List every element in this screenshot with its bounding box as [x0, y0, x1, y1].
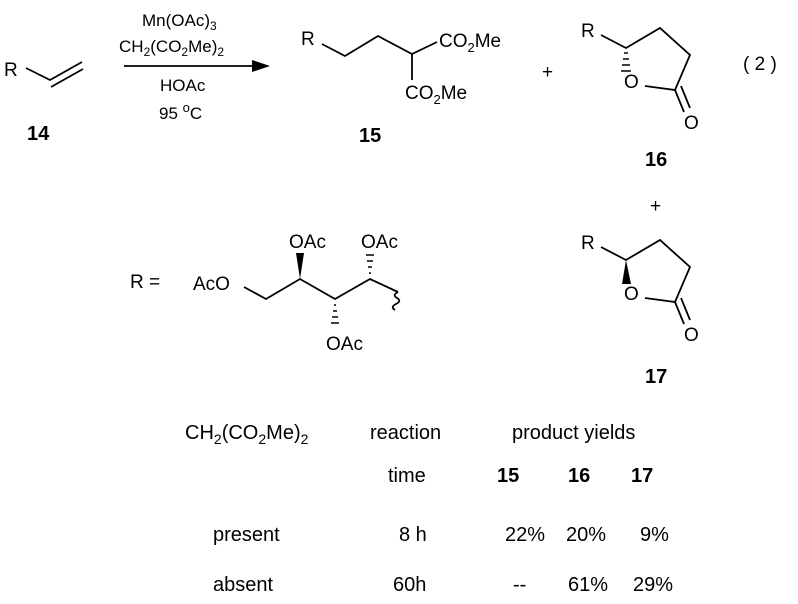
plus-sign: +: [650, 196, 661, 217]
ring-oxygen: O: [624, 72, 639, 93]
cell-yield-17: 29%: [633, 574, 673, 596]
compound-label-14: 14: [27, 123, 50, 145]
alkene-bonds: [25, 61, 84, 88]
header-15: 15: [497, 465, 519, 487]
hashed-wedge: [331, 254, 374, 324]
aco-group: AcO: [193, 274, 230, 295]
bold-wedge: [296, 253, 304, 279]
header-time: time: [388, 465, 426, 487]
condition-reagent1: Mn(OAc)3: [142, 11, 217, 33]
compound-label-17: 17: [645, 366, 667, 388]
carbonyl-bond: [674, 85, 691, 113]
cell-yield-16: 20%: [566, 524, 606, 546]
ring-bonds: [600, 26, 692, 91]
condition-temperature: 95 oC: [159, 100, 202, 123]
chain-bonds: [243, 277, 399, 301]
ring-bonds: [600, 238, 692, 303]
header-product-yields: product yields: [512, 422, 635, 444]
cell-yield-15: 22%: [505, 524, 545, 546]
header-17: 17: [631, 465, 653, 487]
cell-time: 60h: [393, 574, 426, 596]
product-17: R O O 17: [581, 233, 699, 388]
carbonyl-bond: [674, 297, 691, 325]
compound-label-16: 16: [645, 149, 667, 171]
ester-bottom: CO2Me: [405, 83, 467, 107]
ester-top: CO2Me: [439, 31, 501, 55]
substituent-r: R: [4, 60, 18, 81]
cell-yield-17: 9%: [640, 524, 669, 546]
hashed-wedge: [621, 52, 631, 72]
r-group-definition: R = AcO OAc OAc OAc: [130, 232, 401, 355]
chain-bonds: [321, 34, 438, 80]
carbonyl-oxygen: O: [684, 325, 699, 346]
yield-table: CH2(CO2Me)2 reaction product yields time…: [185, 422, 673, 596]
r-equals: R =: [130, 272, 160, 293]
condition-reagent2: CH2(CO2Me)2: [119, 37, 224, 59]
plus-sign: +: [542, 62, 553, 83]
header-reaction: reaction: [370, 422, 441, 444]
oac-group: OAc: [289, 232, 326, 253]
oac-group: OAc: [361, 232, 398, 253]
header-16: 16: [568, 465, 590, 487]
table-row: absent 60h -- 61% 29%: [213, 574, 673, 596]
condition-solvent: HOAc: [160, 76, 206, 95]
substituent-r: R: [581, 233, 595, 254]
cell-yield-15: --: [513, 574, 526, 596]
header-malonate: CH2(CO2Me)2: [185, 422, 309, 447]
carbonyl-oxygen: O: [684, 113, 699, 134]
reaction-arrow: [124, 60, 270, 72]
substituent-r: R: [581, 21, 595, 42]
oac-group: OAc: [326, 334, 363, 355]
table-row: present 8 h 22% 20% 9%: [213, 524, 669, 546]
wavy-bond: [391, 291, 401, 311]
equation-number: ( 2 ): [743, 54, 777, 75]
cell-yield-16: 61%: [568, 574, 608, 596]
reactant-14: R 14: [4, 60, 84, 145]
compound-label-15: 15: [359, 125, 381, 147]
product-15: R CO2Me CO2Me 15: [301, 29, 501, 147]
cell-condition: absent: [213, 574, 273, 596]
ring-oxygen: O: [624, 284, 639, 305]
substituent-r: R: [301, 29, 315, 50]
bold-wedge: [622, 260, 631, 284]
cell-condition: present: [213, 524, 280, 546]
cell-time: 8 h: [399, 524, 427, 546]
product-16: R O O 16: [581, 21, 699, 171]
